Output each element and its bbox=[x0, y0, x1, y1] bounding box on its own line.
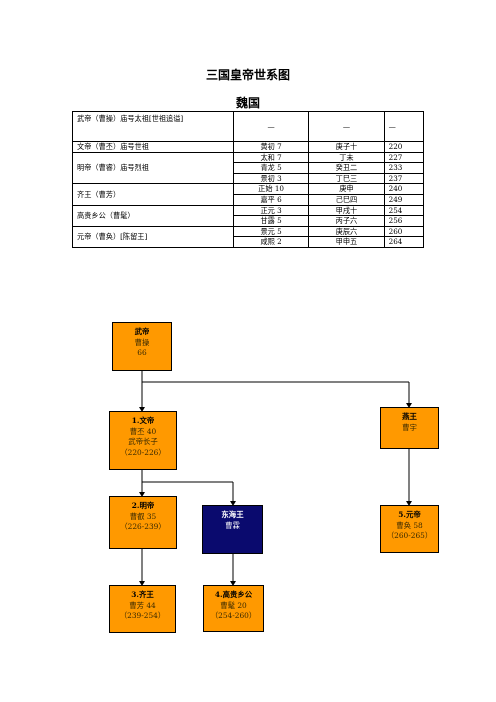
node-name: 4.高贵乡公 bbox=[214, 590, 253, 599]
node-person: 曹宇 bbox=[402, 422, 417, 432]
node-person: 曹芳 44 bbox=[129, 600, 156, 610]
node-yuandi: 5.元帝 曹奂 58 （260-265） bbox=[380, 505, 439, 553]
node-person: 曹叡 35 bbox=[129, 511, 157, 521]
node-person: 曹奂 58 bbox=[396, 520, 423, 530]
node-wendi: 1.文帝 曹丕 40 武帝长子 （220-226） bbox=[109, 411, 177, 470]
arrow-head bbox=[230, 501, 236, 506]
node-name: 3.齐王 bbox=[131, 590, 154, 599]
node-person: 曹丕 40 bbox=[129, 426, 157, 436]
node-qiwang: 3.齐王 曹芳 44 （239-254） bbox=[109, 585, 176, 633]
node-donghai: 东海王 曹霖 bbox=[202, 505, 263, 554]
node-name: 1.文帝 bbox=[131, 416, 155, 425]
node-wudi: 武帝 曹操 66 bbox=[112, 322, 172, 371]
node-reign: （239-254） bbox=[119, 611, 166, 620]
year-cell: — bbox=[383, 111, 425, 142]
node-reign: （226-239） bbox=[120, 522, 166, 531]
arrow-head bbox=[230, 581, 236, 586]
page-title: 三国皇帝世系图 bbox=[205, 68, 290, 82]
node-person: 曹髦 20 bbox=[220, 600, 247, 610]
node-gaogui: 4.高贵乡公 曹髦 20 （254-260） bbox=[203, 585, 264, 632]
table-row: 高贵乡公（曹髦） 正元 3 甲戌十 254 bbox=[72, 204, 425, 227]
era-cell: — bbox=[232, 111, 310, 142]
year-cell: 264 bbox=[383, 236, 425, 248]
table-row: 咸熙 2 甲申五 264 bbox=[73, 236, 425, 248]
node-note: 66 bbox=[137, 348, 147, 357]
node-name: 5.元帝 bbox=[398, 510, 421, 519]
arrow-head bbox=[406, 501, 412, 506]
node-note: 武帝长子 bbox=[128, 437, 158, 446]
table-row: 齐王（曹芳） 正始 10 庚申 240 bbox=[72, 183, 425, 206]
table-row: 武帝（曹操）庙号太祖[世祖追谥] — — — bbox=[72, 111, 425, 142]
ruler-cell: 武帝（曹操）庙号太祖[世祖追谥] bbox=[72, 111, 234, 142]
node-reign: （260-265） bbox=[386, 531, 433, 540]
page-subtitle: 魏国 bbox=[235, 96, 260, 110]
node-weiwang: 燕王 曹宇 bbox=[380, 407, 439, 449]
table-row: 明帝（曹睿）庙号烈祖 太和 7 丁未 227 bbox=[72, 151, 425, 185]
arrow-head bbox=[139, 492, 145, 497]
node-name: 2.明帝 bbox=[131, 501, 155, 510]
node-mingdi: 2.明帝 曹叡 35 （226-239） bbox=[109, 496, 177, 549]
reign-table: 武帝（曹操）庙号太祖[世祖追谥] — — — 文帝（曹丕）庙号世祖 黄初 7 庚… bbox=[72, 111, 425, 248]
node-name: 东海王 bbox=[221, 510, 244, 519]
node-person: 曹霖 bbox=[225, 520, 240, 530]
node-reign: （220-226） bbox=[120, 447, 166, 457]
node-reign: （254-260） bbox=[210, 611, 257, 620]
node-person: 曹操 bbox=[134, 337, 150, 347]
ganzhi-cell: — bbox=[308, 111, 385, 142]
arrow-head bbox=[139, 581, 145, 586]
arrow-head bbox=[139, 407, 145, 412]
node-name: 燕王 bbox=[402, 412, 417, 421]
arrow-head bbox=[406, 403, 412, 408]
node-name: 武帝 bbox=[134, 327, 150, 336]
